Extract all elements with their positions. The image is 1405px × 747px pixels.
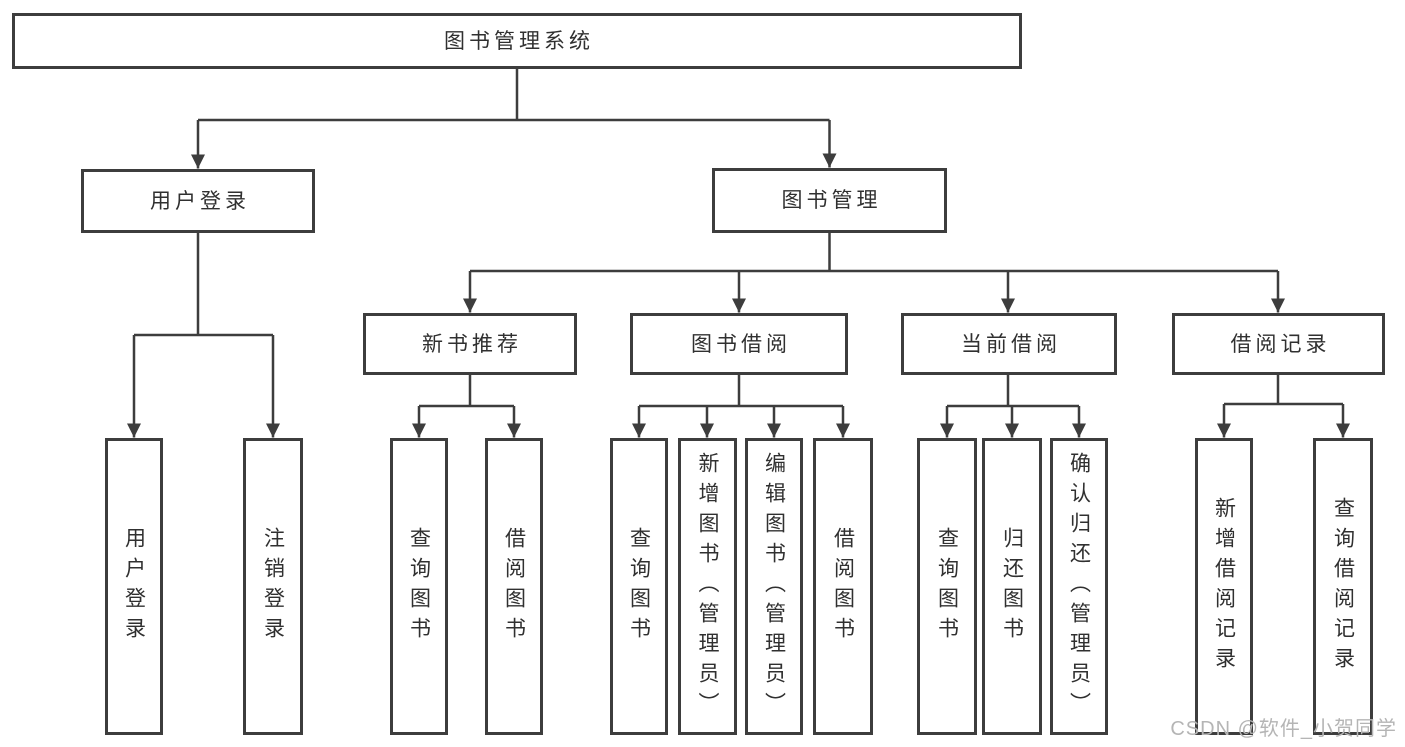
node-label: 注销登录 bbox=[261, 526, 285, 647]
csdn-watermark: CSDN @软件_小贺同学 bbox=[1170, 718, 1397, 740]
node-label: 用户登录 bbox=[122, 526, 146, 647]
node-label: 查询图书 bbox=[407, 526, 431, 647]
node-label: 新书推荐 bbox=[422, 332, 522, 356]
node-label: 用户登录 bbox=[150, 189, 250, 213]
node-label: 查询图书 bbox=[935, 526, 959, 647]
node-bb-edit-books-admin: 编辑图书（管理员） bbox=[745, 438, 803, 735]
node-nbr-borrow-books: 借阅图书 bbox=[485, 438, 543, 735]
node-book-management: 图书管理 bbox=[712, 168, 947, 233]
node-label: 编辑图书（管理员） bbox=[762, 451, 786, 722]
node-label: 图书管理 bbox=[781, 189, 882, 212]
node-label: 借阅图书 bbox=[831, 526, 855, 647]
node-label: 查询借阅记录 bbox=[1331, 496, 1355, 677]
node-cb-confirm-return-admin: 确认归还（管理员） bbox=[1050, 438, 1108, 735]
node-new-book-recommend: 新书推荐 bbox=[363, 313, 577, 375]
node-label: 归还图书 bbox=[1000, 526, 1024, 647]
node-bb-borrow-books: 借阅图书 bbox=[813, 438, 873, 735]
node-cb-return-books: 归还图书 bbox=[982, 438, 1042, 735]
node-br-query-record: 查询借阅记录 bbox=[1313, 438, 1373, 735]
node-book-borrow: 图书借阅 bbox=[630, 313, 848, 375]
node-label: 借阅记录 bbox=[1230, 332, 1331, 356]
node-label: 图书借阅 bbox=[691, 332, 791, 356]
node-user-login: 用户登录 bbox=[81, 169, 315, 233]
node-label: 图书管理系统 bbox=[444, 29, 594, 53]
node-nbr-query-books: 查询图书 bbox=[390, 438, 448, 735]
node-bb-add-books-admin: 新增图书（管理员） bbox=[678, 438, 737, 735]
node-label: 确认归还（管理员） bbox=[1067, 451, 1091, 722]
node-current-borrow: 当前借阅 bbox=[901, 313, 1117, 375]
node-label: 新增借阅记录 bbox=[1212, 496, 1236, 677]
node-label: 当前借阅 bbox=[961, 332, 1061, 356]
node-cb-query-books: 查询图书 bbox=[917, 438, 977, 735]
node-label: 借阅图书 bbox=[502, 526, 526, 647]
node-borrow-records: 借阅记录 bbox=[1172, 313, 1385, 375]
node-logout: 注销登录 bbox=[243, 438, 303, 735]
node-library-management-system: 图书管理系统 bbox=[12, 13, 1022, 69]
node-bb-query-books: 查询图书 bbox=[610, 438, 668, 735]
node-br-add-record: 新增借阅记录 bbox=[1195, 438, 1253, 735]
node-user-login-leaf: 用户登录 bbox=[105, 438, 163, 735]
node-label: 查询图书 bbox=[627, 526, 651, 647]
node-label: 新增图书（管理员） bbox=[696, 451, 719, 722]
